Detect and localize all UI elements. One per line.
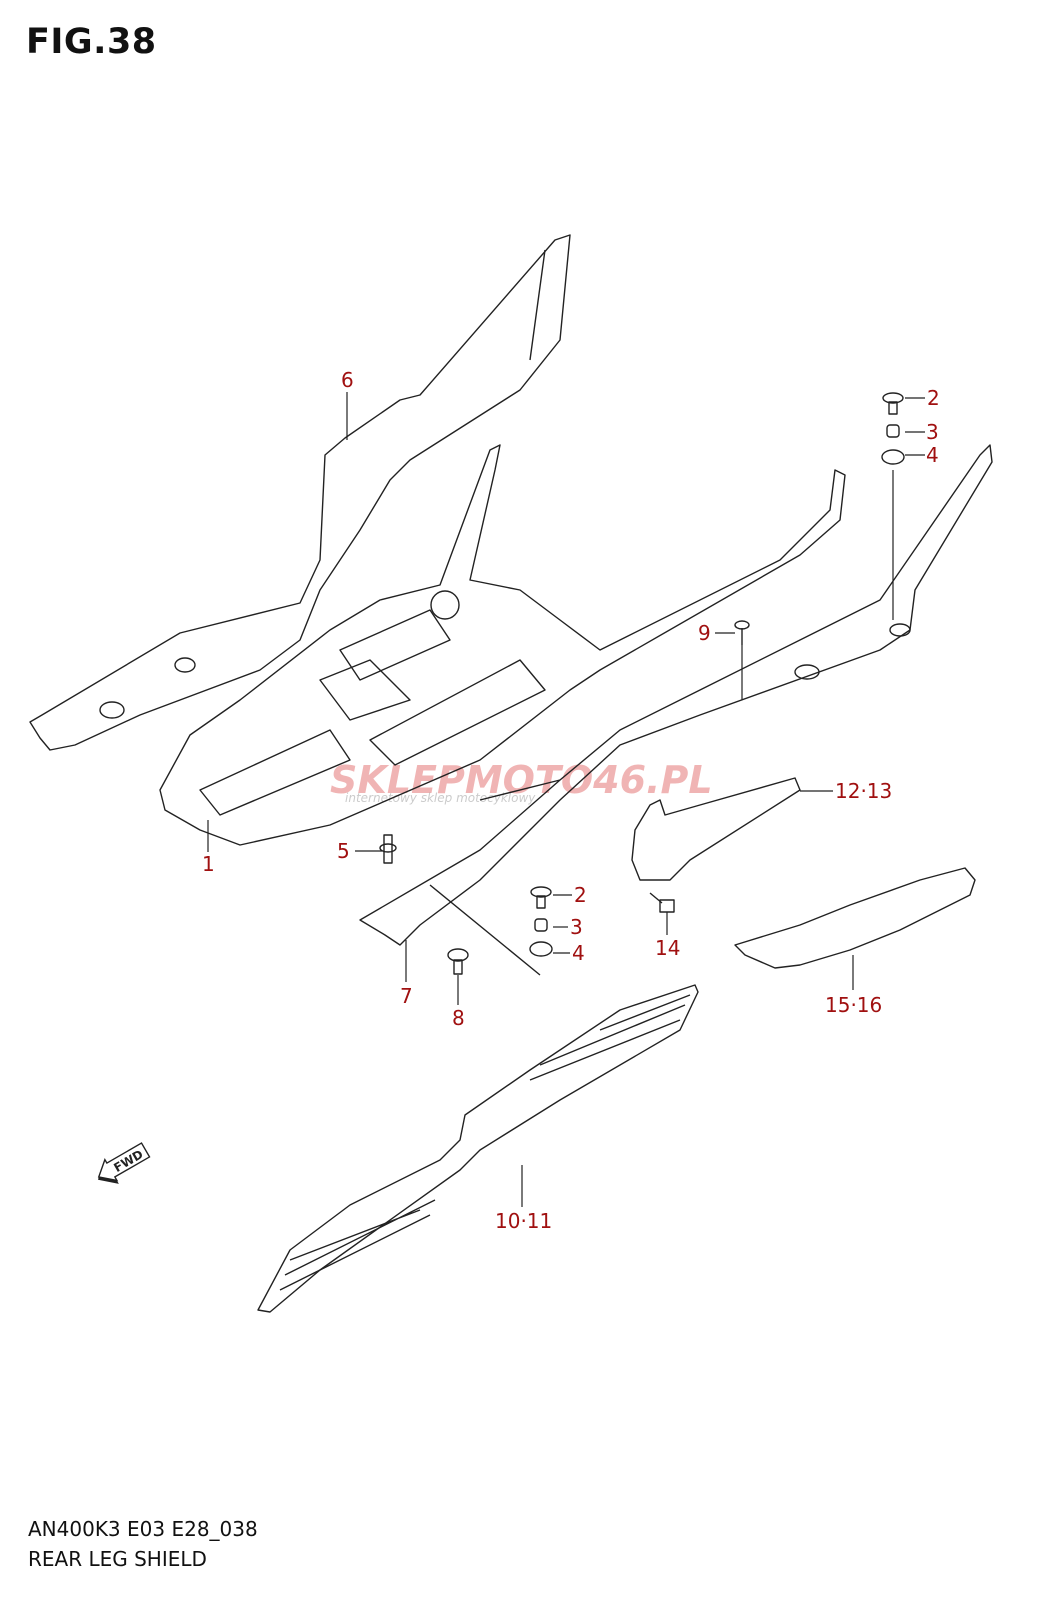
- callout-12-13: 12·13: [835, 779, 892, 803]
- part-15-16-step-cover[interactable]: [734, 867, 976, 969]
- figure-title: FIG.38: [26, 22, 157, 62]
- fastener-9-screw[interactable]: [734, 620, 750, 645]
- part-12-13-bracket[interactable]: [631, 777, 801, 881]
- callout-3-lower: 3: [570, 915, 583, 939]
- callout-15-16: 15·16: [825, 993, 882, 1017]
- fwd-arrow-icon: FWD: [97, 1142, 151, 1184]
- callout-7: 7: [400, 984, 413, 1008]
- callout-1: 1: [202, 852, 215, 876]
- part-10-11-floor-mat[interactable]: [257, 984, 699, 1313]
- part-7-detail: [429, 623, 911, 976]
- part-1-ribs: [199, 590, 546, 816]
- callout-10-11: 10·11: [495, 1209, 552, 1233]
- fastener-14-bolt[interactable]: [649, 892, 675, 913]
- callout-2-lower: 2: [574, 883, 587, 907]
- part-7-side-cover-right[interactable]: [359, 444, 993, 946]
- model-code: AN400K3 E03 E28_038: [28, 1517, 258, 1541]
- callout-3-upper: 3: [926, 420, 939, 444]
- watermark-text: SKLEPMOTO46.PL: [330, 758, 713, 802]
- section-name: REAR LEG SHIELD: [28, 1547, 207, 1571]
- callout-9: 9: [698, 621, 711, 645]
- callout-8: 8: [452, 1006, 465, 1030]
- fastener-8-grommet[interactable]: [447, 948, 469, 975]
- callout-5: 5: [337, 839, 350, 863]
- part-6-detail: [99, 249, 546, 719]
- callout-4-lower: 4: [572, 941, 585, 965]
- callout-2-upper: 2: [927, 386, 940, 410]
- callout-4-upper: 4: [926, 443, 939, 467]
- callout-14: 14: [655, 936, 680, 960]
- fastener-5-clip[interactable]: [379, 834, 397, 864]
- callout-6: 6: [341, 368, 354, 392]
- part-10-11-ribs: [279, 994, 691, 1291]
- leader-lines: [207, 392, 925, 1207]
- part-6-side-cover-left[interactable]: [29, 234, 571, 751]
- part-1-floor-panel[interactable]: [159, 444, 846, 846]
- fastener-group-lower[interactable]: [529, 886, 553, 957]
- fastener-group-upper[interactable]: [881, 392, 905, 465]
- watermark-subtext: internetowy sklep motocyklowy: [345, 791, 536, 805]
